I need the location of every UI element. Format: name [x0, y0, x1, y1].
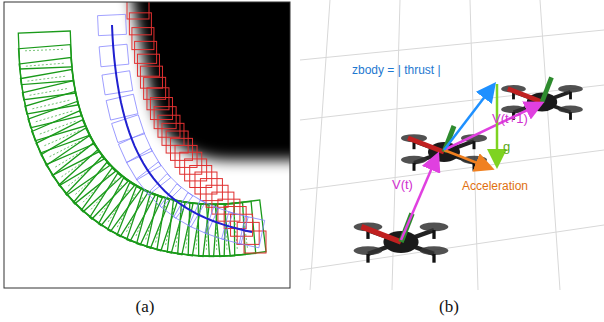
x-axis-arrow: [408, 138, 444, 152]
cell-square: [162, 123, 184, 145]
obstacle: [128, 2, 290, 160]
cell-square: [175, 145, 197, 167]
rotor: [420, 246, 449, 255]
leg: [569, 112, 572, 120]
velocity-arrow: [444, 104, 540, 150]
acceleration-arrow: [444, 150, 490, 168]
panel-caption: (a): [136, 298, 155, 317]
x-axis-arrow: [361, 227, 401, 242]
cell-square: [218, 199, 240, 221]
leg: [432, 254, 435, 263]
leg: [432, 230, 435, 239]
y-axis-arrow: [542, 77, 552, 102]
footprint-axis: [75, 167, 105, 194]
velocity-arrow: [401, 156, 437, 240]
trajectory-layers: [18, 2, 266, 257]
drones: [354, 77, 583, 262]
footprint-axis: [32, 100, 71, 109]
gravity-label: g: [503, 140, 510, 154]
footprint-axis: [68, 161, 99, 186]
cell-square: [244, 231, 266, 253]
thrust-arrow: [444, 86, 493, 150]
footprint-box: [32, 111, 94, 165]
rotor: [420, 222, 449, 231]
leg: [413, 163, 416, 171]
cell-square: [185, 159, 207, 181]
leg: [366, 254, 369, 263]
footprint-box: [18, 45, 73, 85]
leg: [569, 92, 572, 100]
velocity-label: V(t+1): [492, 112, 528, 126]
rotor: [401, 156, 427, 164]
footprint-axis: [25, 49, 65, 51]
thrust-label: zbody = | thrust |: [352, 64, 441, 77]
leg: [473, 163, 476, 171]
cell-square: [158, 115, 180, 137]
rotor: [558, 85, 583, 93]
cell-square: [237, 222, 259, 244]
cell-square: [127, 2, 149, 19]
footprint-box: [52, 143, 115, 204]
panel-caption: (b): [439, 298, 459, 317]
cell-square: [154, 107, 176, 129]
floor-grid: [300, 0, 604, 290]
x-axis-arrow: [508, 89, 542, 102]
cell-square: [129, 13, 151, 35]
cell-square: [166, 131, 188, 153]
footprint-axis: [83, 173, 111, 202]
rotor: [558, 106, 583, 114]
map-border: [4, 2, 290, 288]
footprint-axis: [26, 63, 66, 66]
acceleration-label: Acceleration: [462, 180, 528, 193]
path-curve: [112, 25, 252, 232]
cell-square: [171, 138, 193, 160]
footprint-box: [46, 136, 109, 195]
rotor: [354, 246, 383, 255]
leg: [473, 141, 476, 149]
cell-square: [212, 192, 234, 214]
cell-square: [132, 28, 154, 50]
velocity-label: V(t): [392, 178, 413, 192]
cell-square: [180, 152, 202, 174]
